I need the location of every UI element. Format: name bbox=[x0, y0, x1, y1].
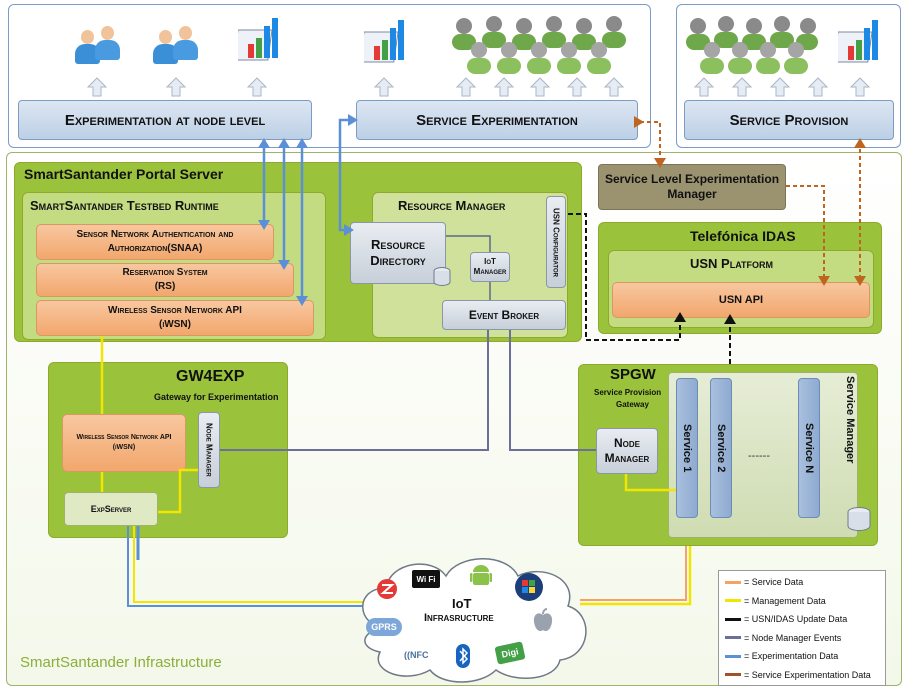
service-manager-panel bbox=[668, 372, 858, 538]
services-ellipsis: ------ bbox=[748, 450, 770, 462]
slem-label-2: Manager bbox=[667, 187, 717, 201]
idas-title: Telefónica IDAS bbox=[690, 228, 796, 244]
legend-item: = Service Experimentation Data bbox=[725, 670, 871, 680]
iwsn-box[interactable]: Wireless Sensor Network API (iWSN) bbox=[36, 300, 314, 336]
iot-title-2: Infrasructure bbox=[424, 612, 494, 624]
reservation-system-box[interactable]: Reservation System (RS) bbox=[36, 263, 294, 297]
iwsn-label-1: Wireless Sensor Network API bbox=[108, 305, 242, 316]
slem-box[interactable]: Service Level Experimentation Manager bbox=[598, 164, 786, 210]
crowd-icon bbox=[452, 16, 626, 74]
database-icon bbox=[433, 267, 451, 286]
spgw-node-manager-label-2: Manager bbox=[604, 451, 650, 465]
user-icon bbox=[150, 30, 180, 66]
event-broker-label: Event Broker bbox=[468, 308, 540, 322]
node-level-experimentation-bar[interactable]: Experimentation at node level bbox=[18, 100, 312, 140]
expserver-label: ExpServer bbox=[90, 504, 132, 514]
legend-item: = Service Data bbox=[725, 577, 803, 587]
service-2[interactable]: Service 2 bbox=[710, 378, 732, 518]
legend: = Service Data = Management Data = USN/IDA… bbox=[718, 570, 886, 686]
legend-label: = Experimentation Data bbox=[744, 651, 839, 661]
chart-icon bbox=[838, 20, 878, 63]
usn-configurator-label: USN Configurator bbox=[551, 207, 561, 277]
wifi-icon: Wi Fi bbox=[412, 570, 440, 588]
legend-swatch bbox=[725, 599, 741, 602]
usn-api-label: USN API bbox=[718, 294, 764, 306]
legend-swatch bbox=[725, 673, 741, 676]
gw4exp-iwsn-box[interactable]: Wireless Sensor Network API (iWSN) bbox=[62, 414, 186, 472]
iot-manager-label-1: IoT bbox=[484, 257, 496, 266]
spgw-node-manager[interactable]: Node Manager bbox=[596, 428, 658, 474]
legend-item: = USN/IDAS Update Data bbox=[725, 614, 847, 624]
gw4exp-subtitle: Gateway for Experimentation bbox=[154, 392, 279, 402]
usn-api-box[interactable]: USN API bbox=[612, 282, 870, 318]
nfc-icon: ((NFC bbox=[404, 650, 429, 660]
gprs-icon: GPRS bbox=[366, 618, 402, 636]
user-icon bbox=[92, 26, 122, 62]
service-provision-bar[interactable]: Service Provision bbox=[684, 100, 894, 140]
gw4exp-node-manager[interactable]: Node Manager bbox=[198, 412, 220, 488]
event-broker[interactable]: Event Broker bbox=[442, 300, 566, 330]
crowd-icon bbox=[686, 16, 818, 74]
resource-directory[interactable]: Resource Directory bbox=[350, 222, 446, 284]
gw4exp-iwsn-label-2: (iWSN) bbox=[112, 444, 136, 451]
service-experimentation-bar[interactable]: Service Experimentation bbox=[356, 100, 638, 140]
usn-configurator[interactable]: USN Configurator bbox=[546, 196, 566, 288]
legend-item: = Management Data bbox=[725, 596, 826, 606]
resource-manager-title: Resource Manager bbox=[398, 198, 506, 213]
user-icon bbox=[72, 30, 102, 66]
iot-manager-label-2: Manager bbox=[473, 267, 507, 276]
legend-label: = Service Experimentation Data bbox=[744, 669, 871, 680]
chart-icon bbox=[238, 18, 278, 61]
portal-server-title: SmartSantander Portal Server bbox=[24, 166, 224, 182]
snaa-label: Sensor Network Authentication and Author… bbox=[76, 229, 234, 254]
gw4exp-title: GW4EXP bbox=[176, 368, 245, 385]
legend-item: = Node Manager Events bbox=[725, 633, 841, 643]
rs-label-2: (RS) bbox=[154, 281, 176, 292]
service-1[interactable]: Service 1 bbox=[676, 378, 698, 518]
bluetooth-icon bbox=[456, 644, 470, 668]
iot-manager[interactable]: IoT Manager bbox=[470, 252, 510, 282]
up-arrow-icons bbox=[86, 77, 871, 97]
gw4exp-node-manager-label: Node Manager bbox=[204, 423, 214, 477]
spgw-title: SPGW bbox=[610, 366, 656, 383]
legend-label: = Management Data bbox=[744, 595, 826, 606]
windows-icon bbox=[515, 573, 543, 601]
database-icon bbox=[847, 507, 871, 531]
slem-label-1: Service Level Experimentation bbox=[604, 172, 780, 186]
service-n[interactable]: Service N bbox=[798, 378, 820, 518]
expserver-box[interactable]: ExpServer bbox=[64, 492, 158, 526]
apple-icon bbox=[533, 608, 553, 632]
chart-icon bbox=[364, 20, 404, 63]
legend-item: = Experimentation Data bbox=[725, 651, 838, 661]
spgw-subtitle-2: Gateway bbox=[616, 400, 649, 409]
spgw-node-manager-label-1: Node bbox=[613, 436, 640, 450]
gw4exp-iwsn-label-1: Wireless Sensor Network API bbox=[76, 434, 172, 441]
testbed-runtime-title: SmartSantander Testbed Runtime bbox=[30, 198, 219, 213]
legend-swatch bbox=[725, 654, 741, 658]
legend-label: = USN/IDAS Update Data bbox=[744, 614, 848, 624]
rs-label-1: Reservation System bbox=[122, 267, 208, 278]
service-1-label: Service 1 bbox=[681, 423, 693, 473]
legend-swatch bbox=[725, 617, 741, 621]
snaa-box[interactable]: Sensor Network Authentication and Author… bbox=[36, 224, 274, 260]
spgw-subtitle-1: Service Provision bbox=[594, 388, 662, 397]
legend-label: = Node Manager Events bbox=[744, 632, 842, 643]
android-icon bbox=[470, 565, 492, 585]
resource-directory-label-2: Directory bbox=[370, 253, 426, 268]
user-icon bbox=[170, 26, 200, 62]
legend-label: = Service Data bbox=[744, 577, 804, 587]
iot-title-1: IoT bbox=[452, 596, 472, 611]
service-2-label: Service 2 bbox=[715, 423, 727, 473]
service-n-label: Service N bbox=[803, 422, 815, 474]
usn-platform-title: USN Platform bbox=[690, 256, 774, 271]
zigbee-icon bbox=[377, 579, 397, 599]
iwsn-label-2: (iWSN) bbox=[159, 319, 191, 330]
legend-swatch bbox=[725, 636, 741, 639]
legend-swatch bbox=[725, 580, 741, 584]
resource-directory-label-1: Resource bbox=[371, 237, 425, 252]
infrastructure-label: SmartSantander Infrastructure bbox=[20, 654, 222, 671]
service-manager-label: Service Manager bbox=[844, 376, 856, 464]
